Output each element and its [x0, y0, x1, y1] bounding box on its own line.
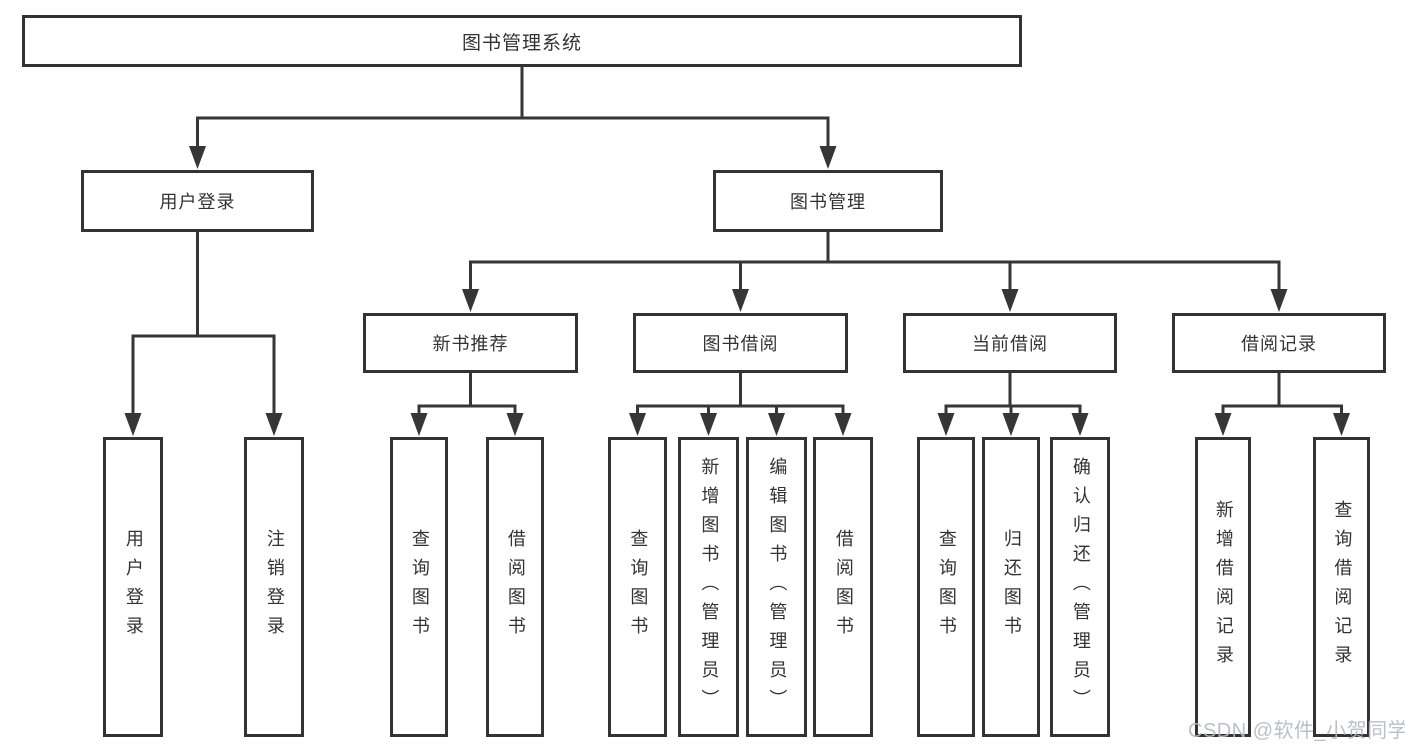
node-current-borrow-label: 当前借阅: [972, 334, 1048, 354]
leaf-user-login: 用户登录: [103, 437, 163, 737]
leaf-confirm-return-admin: 确认归还（管理员）: [1050, 437, 1110, 737]
leaf-add-borrow-record: 新增借阅记录: [1195, 437, 1251, 737]
leaf-search-borrow-record-label: 查询借阅记录: [1332, 500, 1353, 674]
node-library-system-label: 图书管理系统: [461, 32, 582, 54]
leaf-recommend-borrow-book-label: 借阅图书: [505, 529, 526, 645]
leaf-logout: 注销登录: [244, 437, 304, 737]
node-book-management-label: 图书管理: [790, 192, 866, 212]
leaf-add-book-admin: 新增图书（管理员）: [678, 437, 739, 737]
leaf-recommend-search-book: 查询图书: [390, 437, 448, 737]
leaf-add-book-admin-label: 新增图书（管理员）: [699, 456, 720, 718]
leaf-add-borrow-record-label: 新增借阅记录: [1213, 500, 1234, 674]
leaf-current-search-book: 查询图书: [917, 437, 975, 737]
leaf-return-book-label: 归还图书: [1001, 529, 1022, 645]
node-book-borrow: 图书借阅: [633, 313, 848, 373]
node-user-login: 用户登录: [81, 170, 314, 232]
node-book-management: 图书管理: [713, 170, 943, 232]
node-borrow-records: 借阅记录: [1172, 313, 1386, 373]
leaf-borrow-book-label: 借阅图书: [833, 529, 854, 645]
leaf-borrow-search-book-label: 查询图书: [628, 529, 649, 645]
node-new-book-recommend-label: 新书推荐: [432, 334, 509, 354]
leaf-edit-book-admin-label: 编辑图书（管理员）: [767, 456, 788, 718]
node-current-borrow: 当前借阅: [903, 313, 1117, 373]
leaf-recommend-borrow-book: 借阅图书: [486, 437, 544, 737]
leaf-return-book: 归还图书: [982, 437, 1040, 737]
leaf-current-search-book-label: 查询图书: [936, 529, 957, 645]
leaf-search-borrow-record: 查询借阅记录: [1313, 437, 1370, 737]
node-book-borrow-label: 图书借阅: [702, 334, 779, 354]
node-library-system: 图书管理系统: [22, 15, 1022, 67]
leaf-borrow-search-book: 查询图书: [608, 437, 667, 737]
leaf-borrow-book: 借阅图书: [813, 437, 873, 737]
node-borrow-records-label: 借阅记录: [1241, 334, 1317, 354]
node-user-login-label: 用户登录: [159, 192, 236, 212]
leaf-edit-book-admin: 编辑图书（管理员）: [746, 437, 807, 737]
node-new-book-recommend: 新书推荐: [363, 313, 578, 373]
leaf-confirm-return-admin-label: 确认归还（管理员）: [1070, 456, 1091, 718]
csdn-watermark: CSDN @软件_小贺同学: [1188, 720, 1405, 742]
leaf-logout-label: 注销登录: [264, 529, 285, 645]
leaf-user-login-label: 用户登录: [123, 529, 144, 645]
leaf-recommend-search-book-label: 查询图书: [409, 529, 430, 645]
